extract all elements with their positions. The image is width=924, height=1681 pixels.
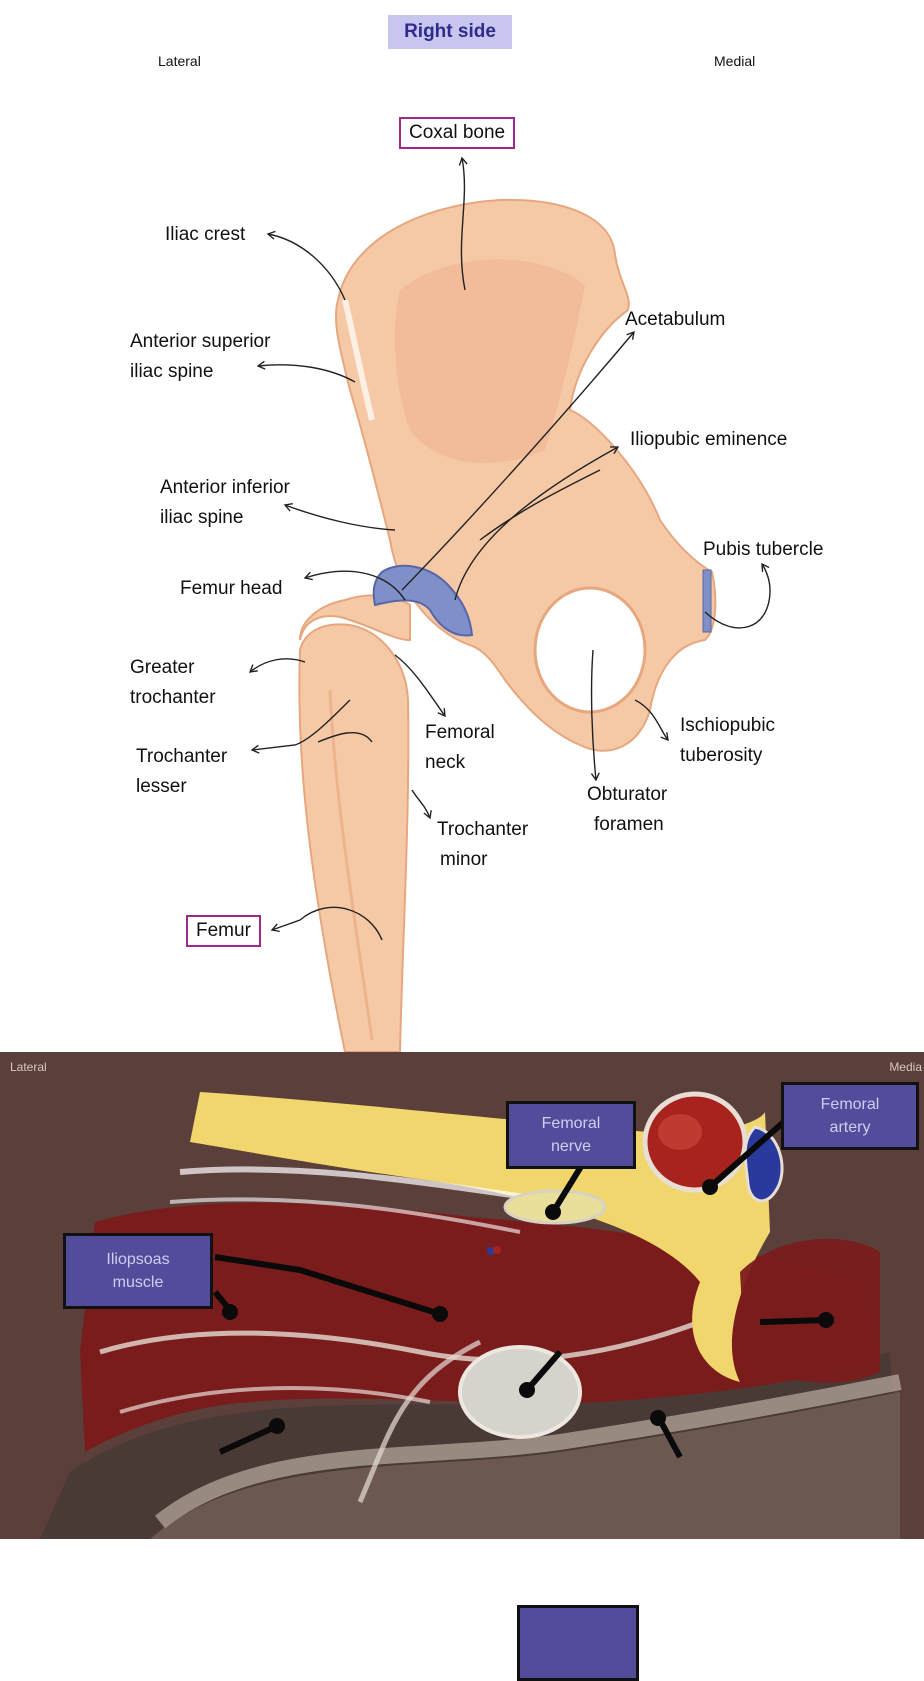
greater-trochanter-label-line1: Greater bbox=[130, 653, 194, 683]
femoral-neck-label-line2: neck bbox=[425, 748, 465, 778]
trochanter-lesser-label-line2: lesser bbox=[136, 772, 187, 802]
ischiopubic-tuberosity-label-line2: tuberosity bbox=[680, 741, 762, 771]
femur-head-label: Femur head bbox=[180, 574, 282, 604]
obturator-foramen bbox=[535, 588, 645, 712]
iliac-crest-label: Iliac crest bbox=[165, 220, 245, 250]
femur-shaft bbox=[299, 624, 408, 1052]
asis-label-line1: Anterior superior bbox=[130, 327, 270, 357]
trochanter-minor-label-line2: minor bbox=[440, 845, 488, 875]
ischiopubic-tuberosity-label-line1: Ischiopubic bbox=[680, 711, 775, 741]
aiis-label-line1: Anterior inferior bbox=[160, 473, 290, 503]
trochanter-lesser-label-line1: Trochanter bbox=[136, 742, 227, 772]
cross-section-panel: Lateral Media bbox=[0, 1052, 924, 1539]
greater-trochanter-label-line2: trochanter bbox=[130, 683, 216, 713]
obturator-foramen-label-line2: foramen bbox=[594, 810, 664, 840]
pectineus-muscle-shape bbox=[740, 1239, 880, 1383]
femur-label: Femur bbox=[186, 915, 261, 947]
psoas-tendon-tag-offpage bbox=[517, 1605, 639, 1681]
aiis-label-line2: iliac spine bbox=[160, 503, 243, 533]
asis-label-line2: iliac spine bbox=[130, 357, 213, 387]
pubis-tubercle-label: Pubis tubercle bbox=[703, 535, 823, 565]
pubic-symphysis bbox=[703, 570, 711, 632]
iliopubic-eminence-label: Iliopubic eminence bbox=[630, 425, 787, 455]
femoral-neck-label-line1: Femoral bbox=[425, 718, 495, 748]
acetabulum-label: Acetabulum bbox=[625, 305, 725, 335]
hip-bone-illustration bbox=[0, 0, 924, 1052]
obturator-foramen-label-line1: Obturator bbox=[587, 780, 667, 810]
coxal-bone-label: Coxal bone bbox=[399, 117, 515, 149]
trochanter-minor-label-line1: Trochanter bbox=[437, 815, 528, 845]
